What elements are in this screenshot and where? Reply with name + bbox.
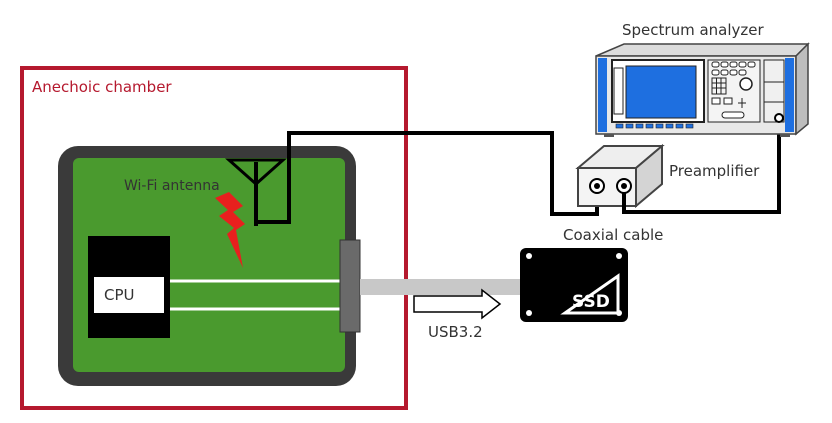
- cpu-chip: CPU: [88, 236, 170, 338]
- interference-lightning-icon: [215, 192, 245, 268]
- device-under-test: CPU: [58, 146, 361, 386]
- antenna-label: Wi-Fi antenna: [124, 178, 220, 194]
- analyzer-label: Spectrum analyzer: [622, 21, 764, 39]
- coax-label: Coaxial cable: [563, 226, 663, 244]
- usb-connector: [339, 239, 361, 333]
- ssd-icon: SSD: [520, 248, 628, 322]
- ssd-label: SSD: [572, 292, 610, 312]
- usb-label: USB3.2: [428, 323, 483, 341]
- cpu-label: CPU: [104, 286, 135, 304]
- usb-cable: [360, 279, 532, 295]
- anechoic-chamber: Anechoic chamber: [20, 66, 408, 410]
- antenna-icon: [225, 131, 599, 226]
- preamplifier-icon: [575, 143, 665, 209]
- usb-arrow-icon: [413, 288, 502, 320]
- preamp-label: Preamplifier: [669, 162, 760, 180]
- coaxial-cable-analyzer: [622, 118, 781, 214]
- spectrum-analyzer-icon: [595, 42, 810, 137]
- chamber-label: Anechoic chamber: [32, 78, 172, 96]
